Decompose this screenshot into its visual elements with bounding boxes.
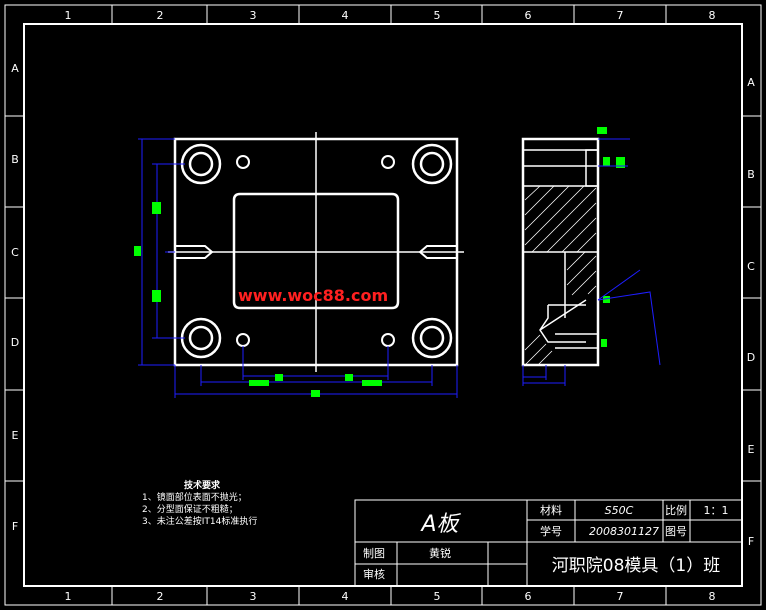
row-label-left: B <box>11 153 19 166</box>
col-label-top: 1 <box>65 9 72 22</box>
screw-hole <box>381 155 395 169</box>
material-value: S50C <box>605 504 634 517</box>
tech-item: 2、分型面保证不粗糙； <box>142 505 238 515</box>
col-label-bottom: 2 <box>157 590 164 603</box>
col-label-top: 2 <box>157 9 164 22</box>
front-dimensions <box>138 138 458 398</box>
dim-text-marks <box>134 127 625 397</box>
technical-requirements: 技术要求 1、镜面部位表面不抛光； 2、分型面保证不粗糙； 3、未注公差按IT1… <box>142 480 257 528</box>
reviewer-label: 审核 <box>363 567 385 581</box>
col-label-bottom: 8 <box>709 590 716 603</box>
school-name: 河职院08模具（1）班 <box>552 556 720 576</box>
guide-hole <box>411 317 453 359</box>
outer-frame <box>4 4 762 606</box>
drawer-value: 黄锐 <box>429 546 451 560</box>
student-id-value: 2008301127 <box>589 525 659 538</box>
row-label-right: D <box>747 351 755 364</box>
tech-heading: 技术要求 <box>184 481 221 491</box>
screw-hole <box>236 155 250 169</box>
row-label-right: E <box>748 443 755 456</box>
col-label-bottom: 6 <box>525 590 532 603</box>
guide-hole <box>180 143 222 185</box>
col-label-bottom: 7 <box>617 590 624 603</box>
col-label-top: 7 <box>617 9 624 22</box>
material-label: 材料 <box>540 503 562 517</box>
row-label-right: C <box>747 260 755 273</box>
tech-item: 3、未注公差按IT14标准执行 <box>142 517 258 527</box>
section-hatch <box>524 185 597 366</box>
side-hole-boss <box>585 149 599 187</box>
drawer-label: 制图 <box>363 547 385 560</box>
col-label-bottom: 4 <box>342 590 349 603</box>
drawing-no-label: 图号 <box>665 525 687 538</box>
row-label-left: C <box>11 246 19 259</box>
cavity-pocket <box>232 192 400 310</box>
angled-hole <box>539 299 587 343</box>
side-dimensions <box>522 138 661 386</box>
guide-hole <box>180 317 222 359</box>
scale-value: 1：1 <box>704 504 729 517</box>
col-label-top: 6 <box>525 9 532 22</box>
scale-label: 比例 <box>665 503 687 517</box>
row-label-left: A <box>11 62 19 75</box>
inner-frame <box>23 23 743 587</box>
screw-hole <box>381 333 395 347</box>
side-view <box>521 137 600 367</box>
row-label-left: F <box>12 520 18 533</box>
row-label-left: D <box>11 336 19 349</box>
col-label-top: 3 <box>250 9 257 22</box>
col-label-bottom: 1 <box>65 590 72 603</box>
row-label-right: A <box>747 76 755 89</box>
tech-item: 1、镜面部位表面不抛光； <box>142 493 247 503</box>
watermark: www.woc88.com <box>238 286 389 305</box>
col-label-top: 5 <box>434 9 441 22</box>
row-label-right: F <box>748 535 754 548</box>
col-label-bottom: 5 <box>434 590 441 603</box>
col-label-top: 8 <box>709 9 716 22</box>
col-label-bottom: 3 <box>250 590 257 603</box>
student-id-label: 学号 <box>540 524 562 538</box>
col-label-top: 4 <box>342 9 349 22</box>
frame-ticks <box>5 5 761 605</box>
guide-hole <box>411 143 453 185</box>
part-name: A板 <box>419 512 461 537</box>
title-block <box>354 499 743 587</box>
screw-hole <box>236 333 250 347</box>
row-label-left: E <box>12 429 19 442</box>
row-label-right: B <box>747 168 755 181</box>
